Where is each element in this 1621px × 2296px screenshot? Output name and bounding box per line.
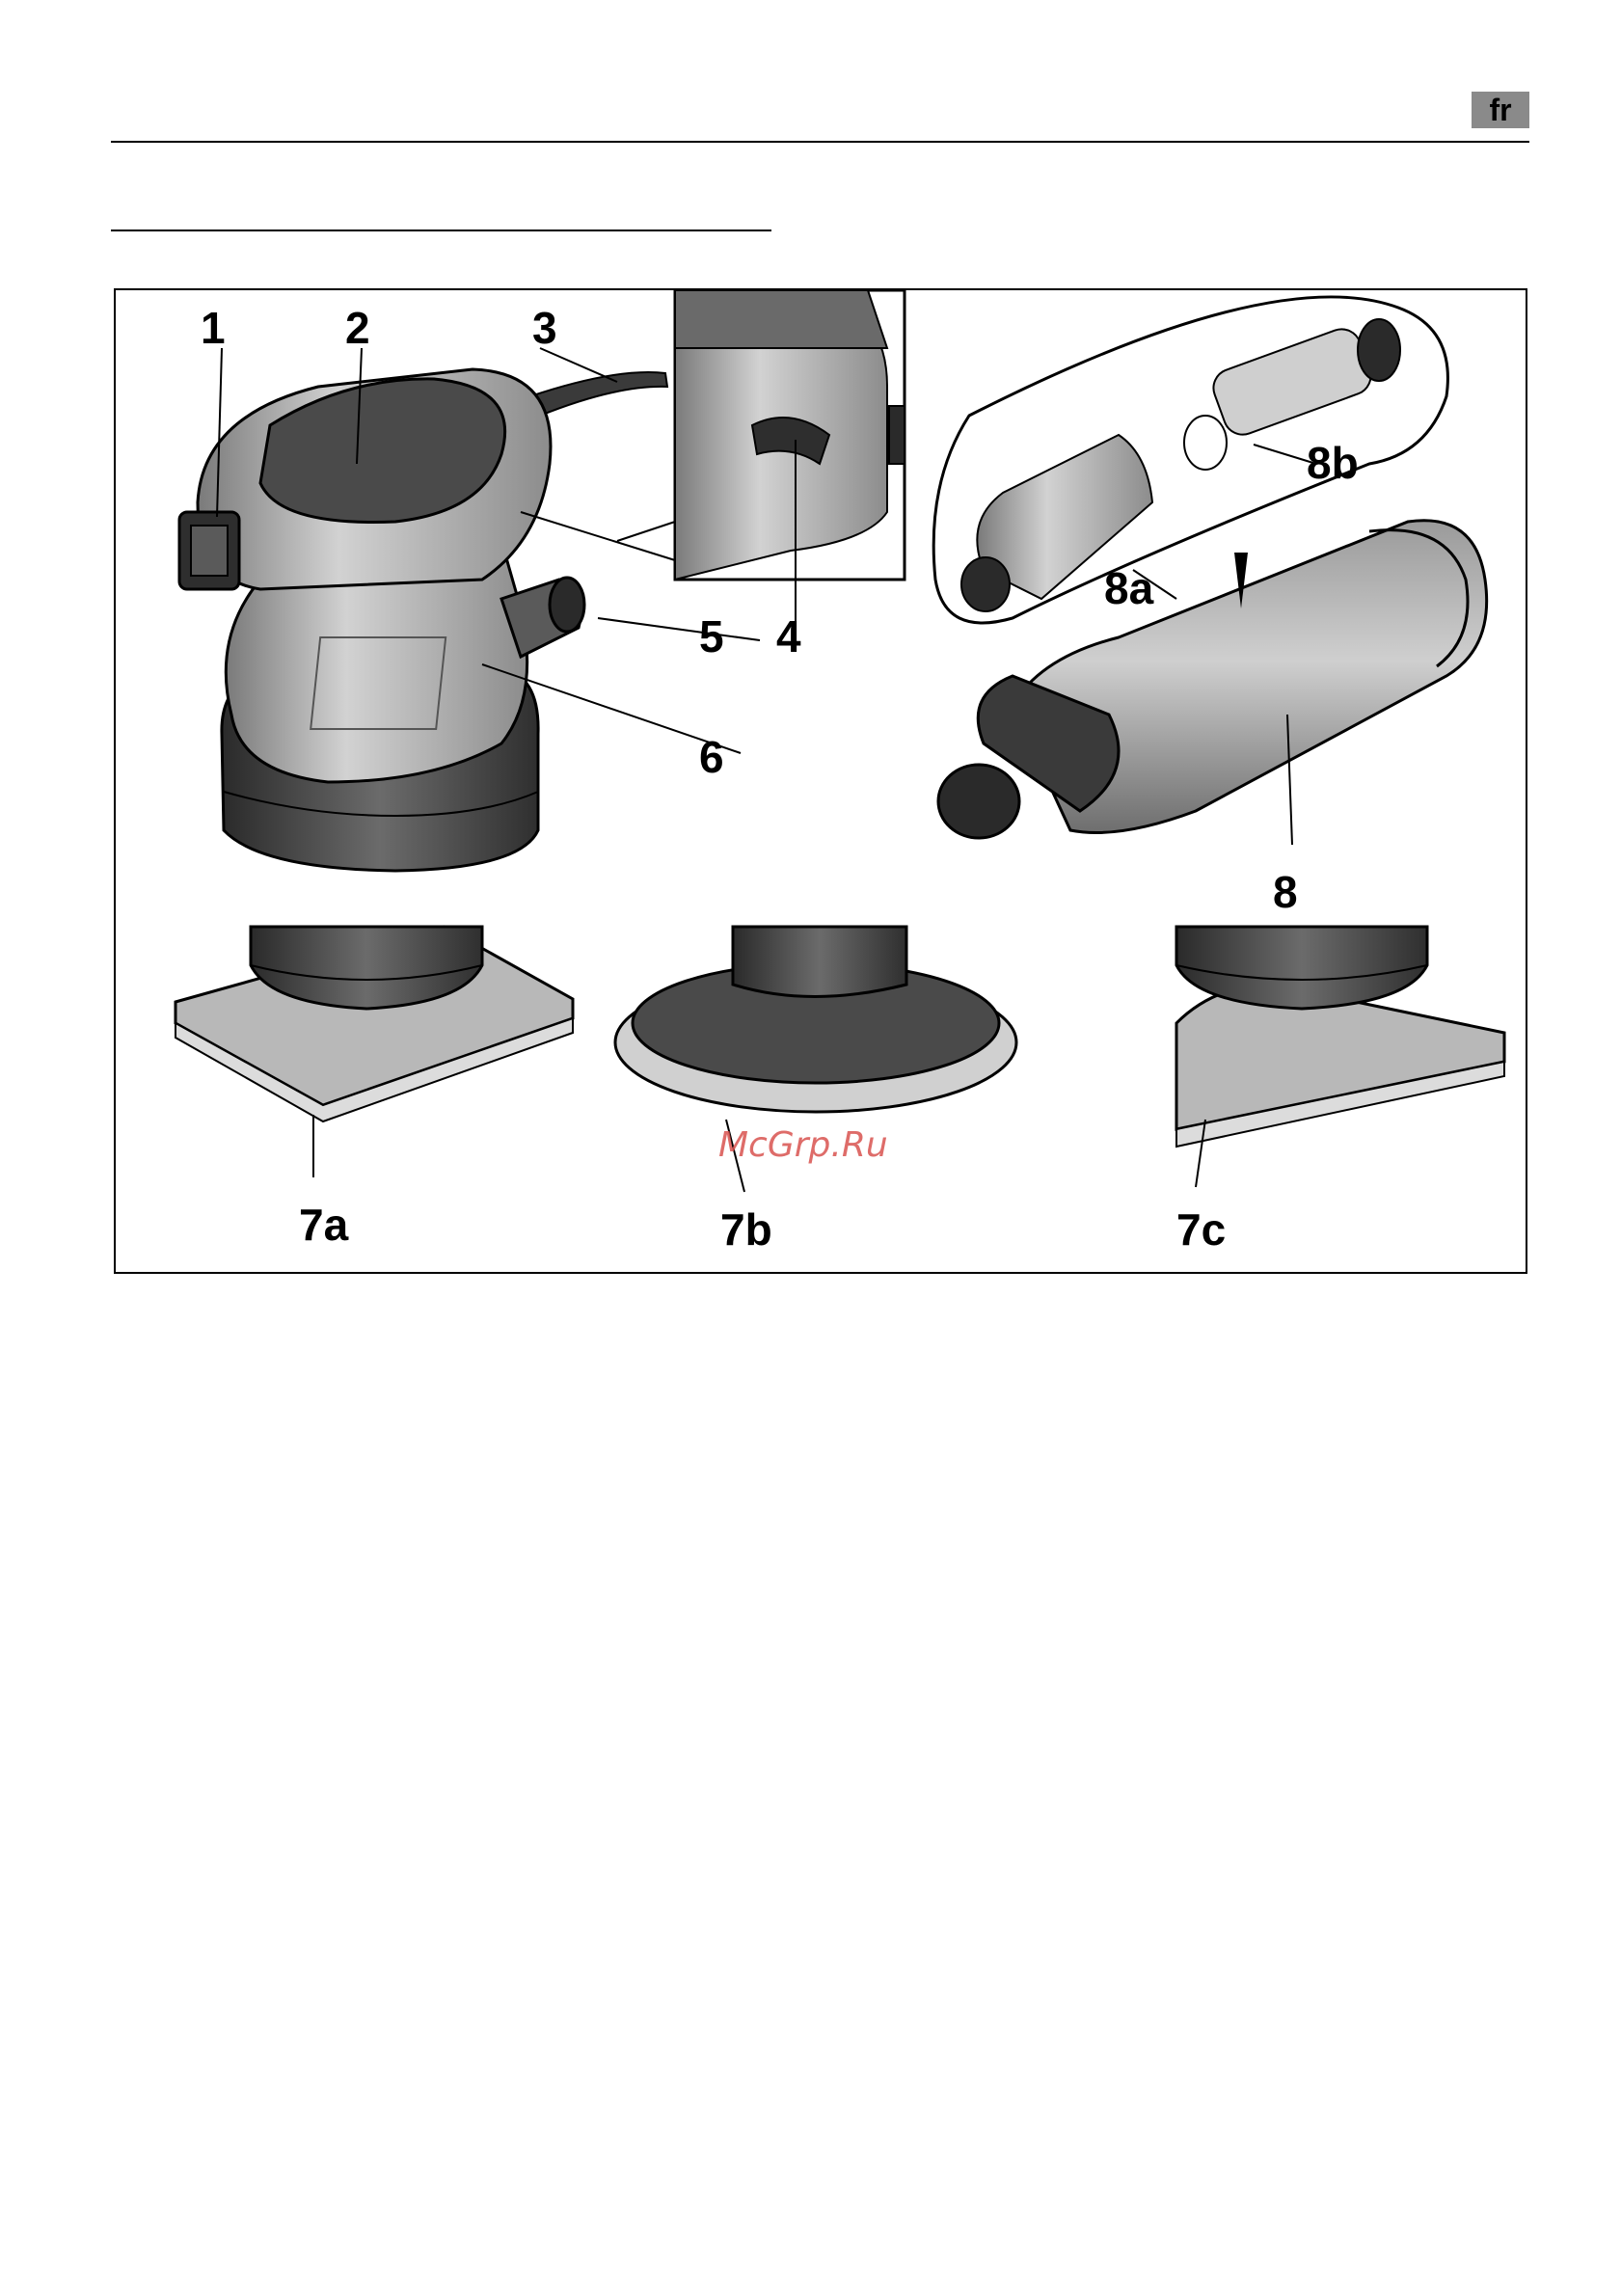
callout-6: 6 [699,732,724,782]
sander-illustration [179,369,667,871]
figure-illustration: 1 2 3 4 5 6 8 8a 8b 7a 7b 7c McGrp.Ru [116,290,1526,1272]
callout-7c: 7c [1176,1204,1226,1255]
callout-5: 5 [699,611,724,662]
inset-speed-dial [521,290,905,580]
product-figure: 1 2 3 4 5 6 8 8a 8b 7a 7b 7c McGrp.Ru [114,288,1527,1274]
sanding-plate-7b [615,927,1016,1112]
language-badge: fr [1472,92,1529,128]
callout-1: 1 [201,303,226,353]
callout-7b: 7b [720,1204,772,1255]
callout-2: 2 [345,303,370,353]
callout-4: 4 [776,611,801,662]
callout-8b: 8b [1307,438,1359,488]
sanding-plate-7a [176,927,573,1121]
callout-8: 8 [1273,867,1298,917]
sanding-plate-7c [1176,927,1504,1147]
callout-3: 3 [532,303,557,353]
callout-8a: 8a [1104,563,1154,613]
callout-7a: 7a [299,1200,349,1250]
watermark-text: McGrp.Ru [718,1125,888,1165]
header-rule [111,141,1529,143]
section-rule [111,230,771,231]
